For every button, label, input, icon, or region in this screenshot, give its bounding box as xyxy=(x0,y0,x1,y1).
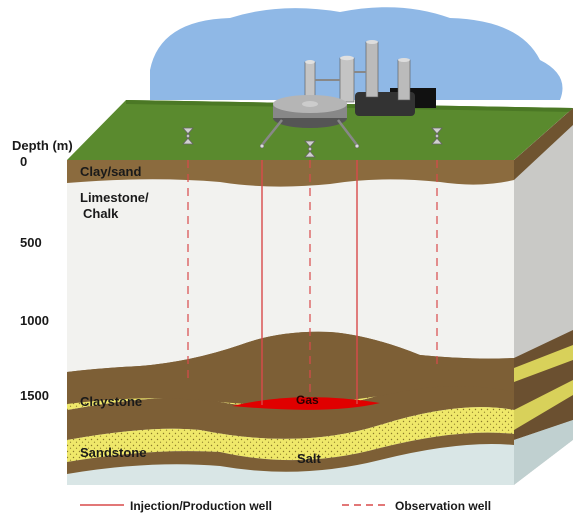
layer-label-sandstone: Sandstone xyxy=(80,445,146,460)
sandstone-band-lower xyxy=(67,407,514,462)
observation-wellheads xyxy=(182,127,443,158)
layer-label-limestone-1: Limestone/ xyxy=(80,190,149,205)
layer-label-clay-sand: Clay/sand xyxy=(80,164,141,179)
depth-tick-1500: 1500 xyxy=(20,388,49,403)
claystone-upper-band xyxy=(67,331,514,405)
ground-surface xyxy=(67,100,573,160)
ground-surface-edge xyxy=(126,100,573,112)
front-face xyxy=(67,160,514,485)
legend: Injection/Production well Observation we… xyxy=(80,499,491,513)
observation-wellhead-1 xyxy=(182,127,194,145)
depth-axis-title: Depth (m) xyxy=(12,138,73,153)
injection-wellhead-1 xyxy=(259,143,265,149)
layer-label-gas: Gas xyxy=(296,393,319,407)
gas-reservoir xyxy=(232,397,380,410)
observation-wellhead-3 xyxy=(431,127,443,145)
depth-tick-500: 500 xyxy=(20,235,42,250)
observation-wellhead-2 xyxy=(304,140,316,158)
claystone-base-band xyxy=(67,432,514,474)
legend-label-injection-production: Injection/Production well xyxy=(130,499,272,513)
layer-label-limestone-2: Chalk xyxy=(83,206,119,221)
clay-sand-layer xyxy=(67,160,514,187)
sky-cloud xyxy=(150,7,563,101)
layer-label-claystone: Claystone xyxy=(80,394,142,409)
depth-tick-0: 0 xyxy=(20,154,27,169)
wells xyxy=(187,160,438,405)
processing-facility xyxy=(261,40,436,146)
side-face xyxy=(514,108,573,485)
layer-label-salt: Salt xyxy=(297,451,322,466)
injection-wellhead-2 xyxy=(354,143,360,149)
legend-label-observation: Observation well xyxy=(395,499,491,513)
depth-tick-1000: 1000 xyxy=(20,313,49,328)
